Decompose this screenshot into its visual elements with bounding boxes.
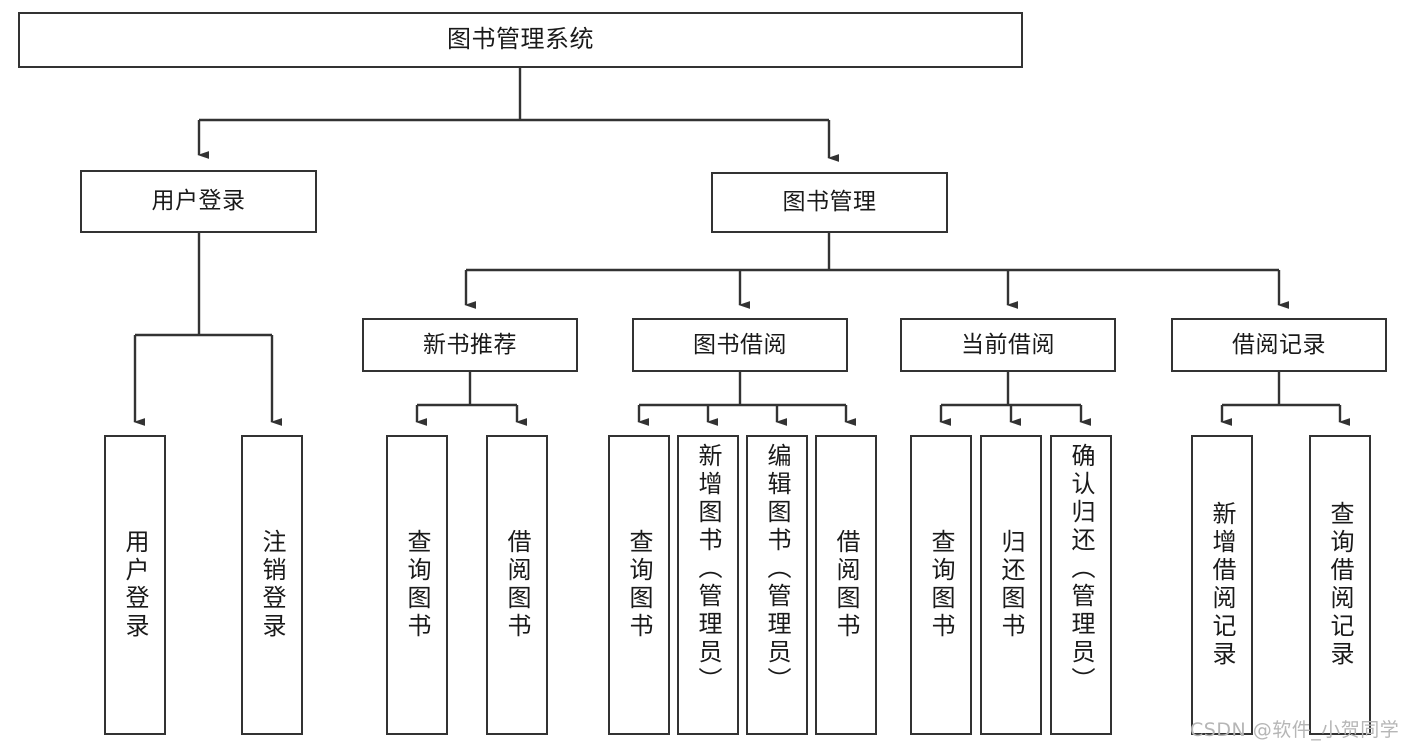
node-leaf-query-book-3-label: 查询图书: [927, 529, 955, 641]
node-leaf-logout-login-label: 注销登录: [258, 529, 286, 641]
node-user-login-label: 用户登录: [151, 188, 246, 215]
node-leaf-borrow-book-2[interactable]: 借阅图书: [815, 435, 877, 735]
node-user-login[interactable]: 用户登录: [80, 170, 317, 233]
csdn-watermark: CSDN @软件_小贺同学: [1190, 719, 1400, 741]
node-root-book-management-system[interactable]: 图书管理系统: [18, 12, 1023, 68]
node-root-label: 图书管理系统: [447, 25, 594, 54]
node-leaf-query-book-1[interactable]: 查询图书: [386, 435, 448, 735]
node-leaf-borrow-book-1-label: 借阅图书: [503, 529, 531, 641]
node-leaf-add-borrow-record-label: 新增借阅记录: [1208, 501, 1236, 669]
node-leaf-query-borrow-record[interactable]: 查询借阅记录: [1309, 435, 1371, 735]
node-leaf-user-login[interactable]: 用户登录: [104, 435, 166, 735]
node-leaf-query-book-2-label: 查询图书: [625, 529, 653, 641]
node-book-borrow-label: 图书借阅: [693, 331, 787, 358]
node-leaf-query-book-1-label: 查询图书: [403, 529, 431, 641]
node-leaf-user-login-label: 用户登录: [121, 529, 149, 641]
node-current-borrow[interactable]: 当前借阅: [900, 318, 1116, 372]
node-leaf-edit-book-admin[interactable]: 编辑图书（管理员）: [746, 435, 808, 735]
node-new-book-recommend-label: 新书推荐: [423, 331, 517, 358]
node-book-manage[interactable]: 图书管理: [711, 172, 948, 233]
node-leaf-query-book-3[interactable]: 查询图书: [910, 435, 972, 735]
node-book-borrow[interactable]: 图书借阅: [632, 318, 848, 372]
node-borrow-record[interactable]: 借阅记录: [1171, 318, 1387, 372]
node-leaf-borrow-book-2-label: 借阅图书: [832, 529, 860, 641]
node-leaf-edit-book-admin-label: 编辑图书（管理员）: [763, 443, 791, 695]
node-leaf-confirm-return-admin-label: 确认归还（管理员）: [1067, 443, 1095, 695]
node-borrow-record-label: 借阅记录: [1232, 331, 1326, 358]
node-leaf-add-book-admin-label: 新增图书（管理员）: [694, 443, 722, 695]
node-leaf-logout-login[interactable]: 注销登录: [241, 435, 303, 735]
node-leaf-query-borrow-record-label: 查询借阅记录: [1326, 501, 1354, 669]
node-leaf-return-book[interactable]: 归还图书: [980, 435, 1042, 735]
node-book-manage-label: 图书管理: [782, 189, 877, 216]
node-leaf-add-borrow-record[interactable]: 新增借阅记录: [1191, 435, 1253, 735]
node-leaf-query-book-2[interactable]: 查询图书: [608, 435, 670, 735]
node-current-borrow-label: 当前借阅: [961, 331, 1055, 358]
node-leaf-add-book-admin[interactable]: 新增图书（管理员）: [677, 435, 739, 735]
node-new-book-recommend[interactable]: 新书推荐: [362, 318, 578, 372]
node-leaf-confirm-return-admin[interactable]: 确认归还（管理员）: [1050, 435, 1112, 735]
node-leaf-return-book-label: 归还图书: [997, 529, 1025, 641]
node-leaf-borrow-book-1[interactable]: 借阅图书: [486, 435, 548, 735]
